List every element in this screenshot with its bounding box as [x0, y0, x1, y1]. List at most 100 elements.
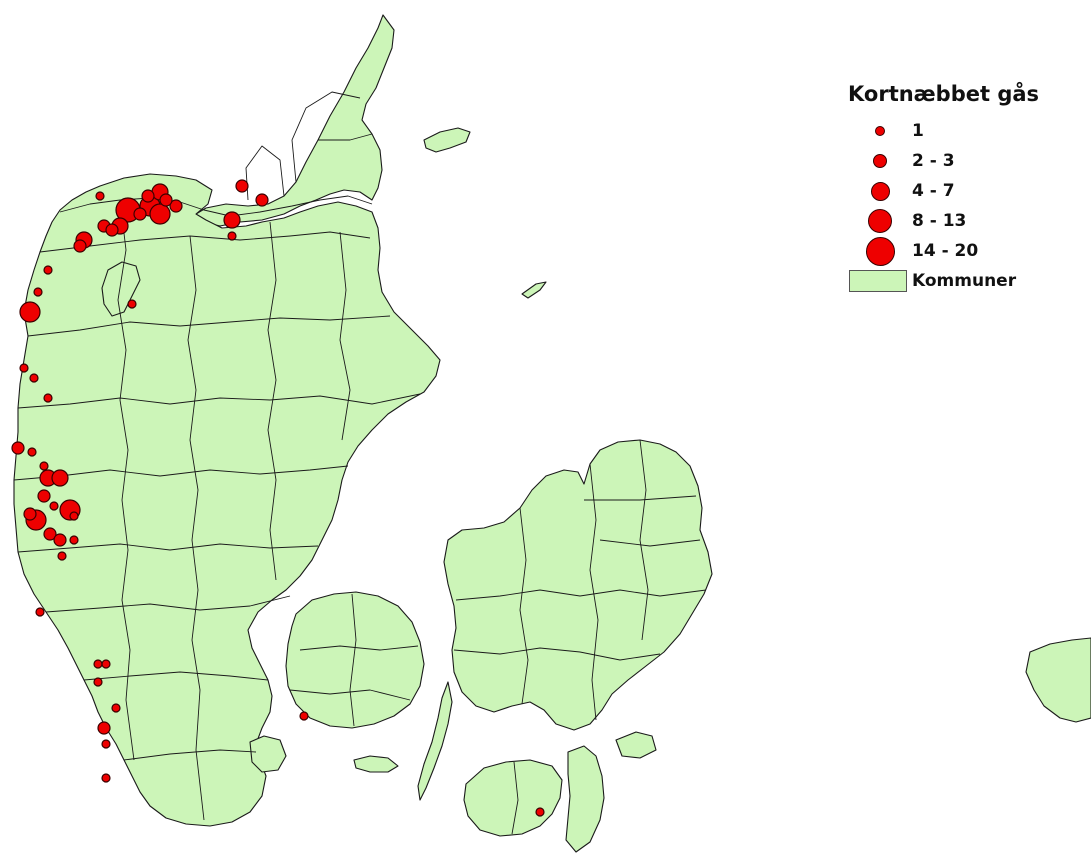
- legend-item-2: 2 - 3: [848, 146, 1078, 176]
- border-zea-7: [599, 539, 701, 547]
- legend-label-3: 4 - 7: [912, 181, 955, 201]
- border-zea-4: [589, 463, 599, 721]
- observation-symbol: [149, 203, 171, 225]
- observation-symbol: [235, 179, 249, 193]
- border-funen-3: [289, 689, 411, 701]
- observation-symbol: [43, 393, 53, 403]
- border-jut-6: [45, 595, 291, 613]
- legend-label-1: 1: [912, 121, 924, 141]
- border-funen-1: [299, 645, 419, 651]
- legend-symbol-kommuner: [849, 270, 907, 292]
- legend-symbol-2: [873, 154, 887, 168]
- observation-symbol: [133, 207, 147, 221]
- observation-symbol: [93, 659, 103, 669]
- observation-symbol: [27, 447, 37, 457]
- region-jutland-main: [13, 173, 441, 827]
- observation-symbol: [69, 535, 79, 545]
- region-jutland-north: [195, 14, 395, 227]
- region-langeland-island: [417, 681, 453, 801]
- observation-symbol: [43, 265, 53, 275]
- border-jut-2: [27, 315, 391, 337]
- legend-item-3: 4 - 7: [848, 176, 1078, 206]
- border-zea-3: [519, 507, 529, 705]
- border-jut-v1: [117, 199, 135, 761]
- observation-symbol: [227, 231, 237, 241]
- region-laeso-island: [423, 127, 471, 153]
- border-zea-1: [455, 589, 707, 601]
- border-jut-7: [83, 671, 269, 681]
- legend-item-1: 1: [848, 116, 1078, 146]
- legend-item-4: 8 - 13: [848, 206, 1078, 236]
- observation-symbol: [19, 301, 41, 323]
- observation-symbol: [101, 773, 111, 783]
- legend-label-4: 8 - 13: [912, 211, 967, 231]
- observation-symbol: [51, 469, 69, 487]
- border-zea-2: [453, 647, 661, 661]
- legend-symbol-1: [875, 126, 885, 136]
- limfjord-line: [59, 195, 373, 217]
- observation-symbol: [223, 211, 241, 229]
- legend-label-5: 14 - 20: [912, 241, 979, 261]
- region-bornholm-island: [1025, 637, 1091, 723]
- municipality-layer: [13, 14, 1091, 853]
- observation-symbol: [105, 223, 119, 237]
- legend-symbol-4: [868, 209, 892, 233]
- border-jut-8: [123, 749, 257, 761]
- legend-symbol-3: [870, 181, 890, 201]
- border-jut-v2: [187, 235, 205, 821]
- observation-symbol: [37, 489, 51, 503]
- border-jut-3: [17, 393, 421, 409]
- legend-item-kommuner: Kommuner: [848, 266, 1078, 296]
- observation-symbol: [23, 507, 37, 521]
- observation-symbol: [49, 501, 59, 511]
- legend: Kortnæbbet gås 1 2 - 3 4 - 7 8 - 13 14 -…: [848, 82, 1078, 296]
- observation-symbol: [11, 441, 25, 455]
- observation-symbol: [127, 299, 137, 309]
- border-north-2: [318, 133, 373, 141]
- observation-symbol: [95, 191, 105, 201]
- observation-symbol: [97, 721, 111, 735]
- observation-symbol: [101, 739, 111, 749]
- observation-symbol: [19, 363, 29, 373]
- municipality-borders: [13, 91, 707, 835]
- legend-item-5: 14 - 20: [848, 236, 1078, 266]
- legend-symbol-5: [865, 236, 895, 266]
- observation-symbol: [159, 193, 173, 207]
- border-north-1: [291, 91, 361, 183]
- region-falster-island: [565, 745, 605, 853]
- region-lolland-island: [463, 759, 563, 837]
- border-north-3: [245, 145, 285, 201]
- legend-title: Kortnæbbet gås: [848, 82, 1040, 106]
- observation-symbol: [29, 373, 39, 383]
- border-zea-6: [584, 495, 697, 501]
- observation-symbol: [141, 189, 155, 203]
- observation-symbol: [57, 551, 67, 561]
- observation-symbol: [101, 659, 111, 669]
- observation-symbol: [169, 199, 183, 213]
- region-zealand-island: [443, 439, 713, 731]
- observation-symbol: [39, 461, 49, 471]
- border-jut-v3: [267, 221, 277, 581]
- region-funen-island: [285, 591, 425, 729]
- observation-symbol: [93, 677, 103, 687]
- observation-symbol: [69, 511, 79, 521]
- observation-symbol: [111, 703, 121, 713]
- border-jut-5: [17, 543, 319, 553]
- legend-label-2: 2 - 3: [912, 151, 955, 171]
- legend-label-kommuner: Kommuner: [912, 271, 1017, 291]
- border-jut-v4: [339, 231, 351, 441]
- observation-symbol: [255, 193, 269, 207]
- region-anholt-island: [521, 281, 547, 299]
- observation-symbol: [35, 607, 45, 617]
- observation-symbol: [53, 533, 67, 547]
- border-zea-5: [639, 439, 649, 641]
- border-jut-4: [13, 465, 349, 481]
- observation-symbol: [33, 287, 43, 297]
- border-funen-2: [349, 593, 357, 727]
- observation-symbol: [43, 527, 57, 541]
- border-lolland-1: [511, 761, 519, 835]
- goose-observation-symbols: [11, 179, 545, 817]
- region-aero-island: [353, 755, 399, 773]
- observation-symbol: [299, 711, 309, 721]
